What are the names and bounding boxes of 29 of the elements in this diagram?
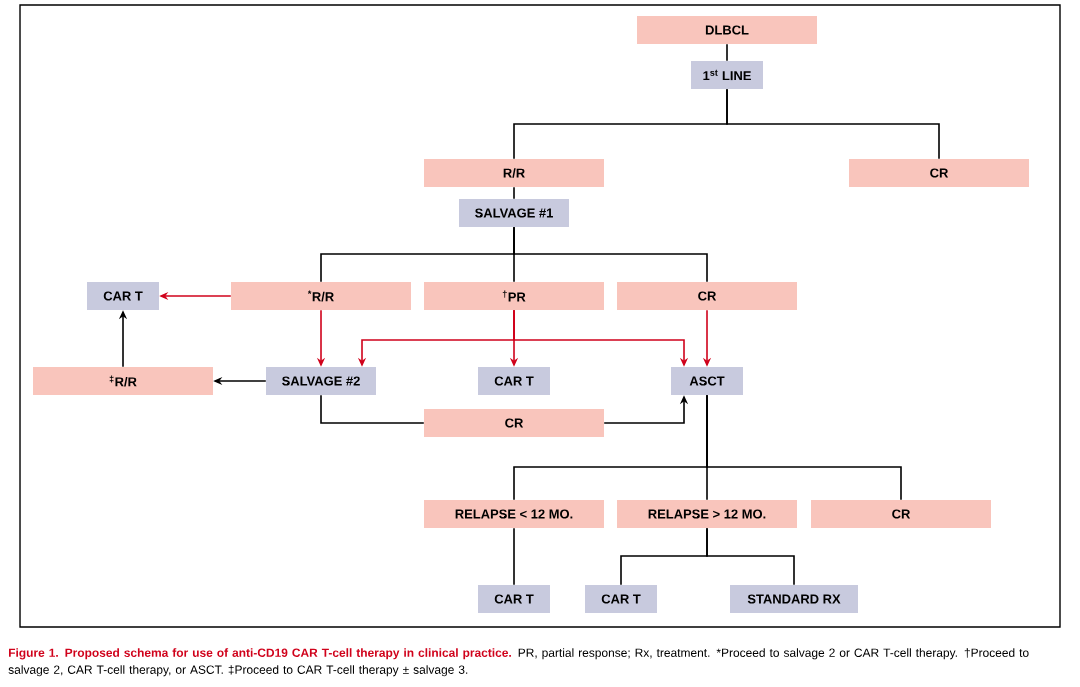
outcome-box: RELAPSE > 12 MO. [617,500,797,528]
process-box: SALVAGE #1 [459,199,569,227]
process-box: CAR T [478,367,550,395]
outcome-box: $^{*}$R/R [231,282,411,310]
process-box: STANDARD RX [730,585,858,613]
outcome-box: R/R [424,159,604,187]
outcome-box: RELAPSE < 12 MO. [424,500,604,528]
connector-line [320,394,425,424]
connector-line [706,394,902,501]
outcome-box: DLBCL [637,16,817,44]
process-box: ASCT [671,367,743,395]
connector-line [726,88,940,160]
connector-line [513,226,708,283]
outcome-box: $^{‡}$R/R [33,367,213,395]
connector-line [726,43,728,62]
process-box: 1$^{st}$ LINE [691,61,763,89]
outcome-box: CR [811,500,991,528]
figure-caption: Figure 1. Proposed schema for use of anti-CD19 CAR T-cell therapy in clinical practice. PR, partial response; Rx, treatment. *Proceed to salvage 2 or CAR T-cell therapy. †Proceed to salvage 2, CAR T-cell therapy, or ASCT. ‡Proceed to CAR T-cell therapy ± salvage 3. [8,648,1029,677]
connector-line [706,527,795,586]
outcome-box: $^{†}$PR [424,282,604,310]
connector-line [513,186,515,200]
outcome-box: CR [617,282,797,310]
process-box: CAR T [87,282,159,310]
process-box: CAR T [585,585,657,613]
outcome-box: CR [849,159,1029,187]
process-box: CAR T [478,585,550,613]
process-box: SALVAGE #2 [266,367,376,395]
connector-line [513,527,515,586]
outcome-box: CR [424,409,604,437]
